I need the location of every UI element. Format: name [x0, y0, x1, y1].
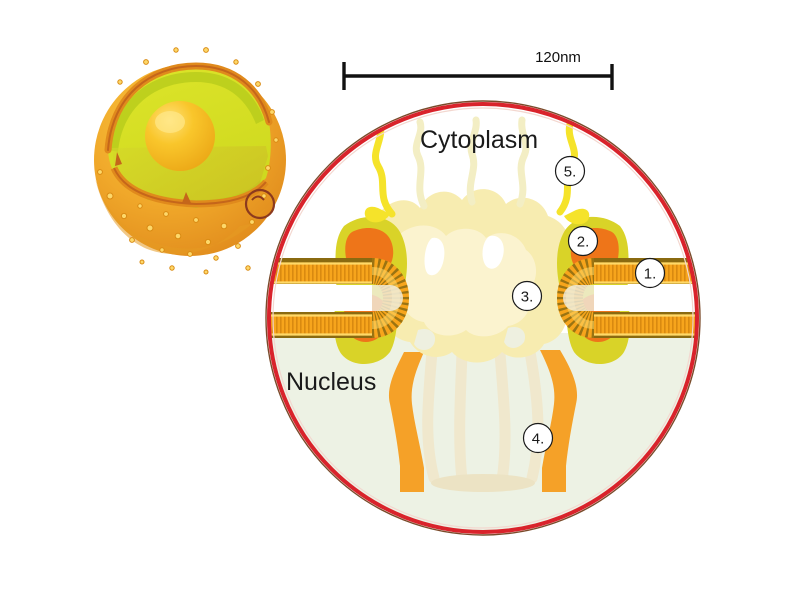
inset-front-wedge — [95, 178, 266, 255]
cell-nucleus-inset — [94, 47, 286, 275]
cytoplasmic-filament-left-outer — [372, 120, 396, 218]
perinuclear-lumen-left — [268, 285, 372, 311]
scaffold-void-left — [424, 237, 445, 276]
basket-distal-ring — [431, 474, 535, 492]
cytoplasmic-filament-4 — [516, 116, 530, 208]
cytoplasmic-filament-3 — [466, 116, 480, 206]
callout-3-circle[interactable] — [511, 280, 543, 312]
scaffold-void-lower-left — [414, 328, 436, 350]
lumen-cap-left — [372, 285, 403, 311]
callout-5[interactable]: 5. — [554, 155, 586, 187]
callout-1[interactable]: 1. — [634, 257, 666, 289]
scaffold-void-right — [482, 235, 504, 269]
nucleus-label: Nucleus — [286, 368, 376, 396]
nuclear-basket-filaments — [388, 350, 578, 492]
callout-1-circle[interactable] — [634, 257, 666, 289]
inset-rim-notch-bottom — [182, 192, 191, 203]
nuclear-basket-inner-filaments — [422, 346, 544, 486]
callout-2[interactable]: 2. — [567, 225, 599, 257]
filament-knob-right — [564, 208, 590, 225]
inset-nucleolus — [145, 101, 215, 171]
callout-3-label: 3. — [521, 289, 534, 306]
perinuclear-lumen-right — [594, 285, 698, 311]
magnifier-ring-outline — [265, 100, 701, 536]
scaffold-void-lower-right — [504, 326, 526, 348]
inset-magnify-marker — [244, 188, 276, 220]
inset-magnify-marker-detail — [251, 195, 265, 201]
inset-rim-notch-left — [115, 152, 122, 166]
magnifier-ring — [267, 102, 699, 534]
callout-3[interactable]: 3. — [511, 280, 543, 312]
inset-cut-shelf — [112, 146, 268, 204]
central-scaffold — [372, 189, 575, 363]
callout-4[interactable]: 4. — [522, 422, 554, 454]
callout-5-circle[interactable] — [554, 155, 586, 187]
inset-envelope-rim-line — [107, 64, 270, 151]
cytoplasm-label: Cytoplasm — [420, 126, 538, 154]
callout-markers: 5. 2. 1. 3. 4. — [511, 155, 666, 454]
scale-bar: 120nm — [342, 49, 614, 90]
callout-4-circle[interactable] — [522, 422, 554, 454]
callout-2-label: 2. — [577, 234, 590, 251]
scale-bar-label: 120nm — [535, 49, 581, 66]
callout-1-label: 1. — [644, 266, 657, 283]
cytoplasmic-filament-2 — [412, 118, 428, 210]
inset-chromatin-band — [110, 72, 264, 152]
callout-4-label: 4. — [532, 431, 545, 448]
inset-nucleolus-highlight — [155, 111, 185, 133]
magnifier-ring-inner-highlight — [272, 107, 694, 529]
lumen-cap-right — [563, 285, 594, 311]
callout-5-label: 5. — [564, 164, 577, 181]
inset-pore-speckles — [97, 47, 279, 275]
filament-knob-left — [364, 206, 390, 223]
callout-2-circle[interactable] — [567, 225, 599, 257]
